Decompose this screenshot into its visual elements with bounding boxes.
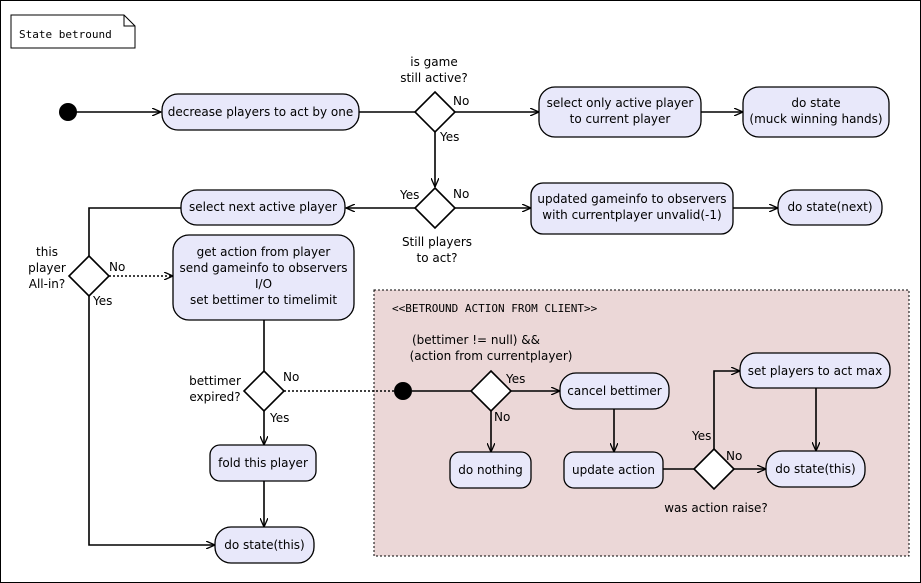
svg-text:cancel bettimer: cancel bettimer [567, 384, 662, 398]
label-condition-2: (action from currentplayer) [410, 349, 573, 363]
node-get-action: get action from player send gameinfo to … [172, 234, 355, 321]
svg-text:do state: do state [791, 96, 840, 110]
label-is-game: is game [410, 55, 457, 69]
svg-text:to current player: to current player [570, 112, 671, 126]
diagram-title-note: State betround [10, 14, 136, 49]
decision-action-raise [692, 447, 736, 491]
decision-player-all-in [67, 254, 111, 298]
decision-bettimer-expired [242, 369, 286, 413]
edge-label-no: No [453, 94, 469, 108]
label-this: this [36, 245, 58, 259]
node-set-players-max: set players to act max [739, 352, 891, 389]
svg-text:select next active player: select next active player [189, 200, 337, 214]
svg-text:set bettimer to timelimit: set bettimer to timelimit [190, 293, 337, 307]
svg-text:do state(next): do state(next) [787, 200, 872, 214]
node-do-state-next: do state(next) [777, 189, 883, 226]
edge-label-yes: Yes [399, 188, 419, 202]
node-updated-gameinfo: updated gameinfo to observers with curre… [530, 182, 734, 235]
svg-text:set players to act max: set players to act max [748, 364, 882, 378]
edge-label-no: No [494, 410, 510, 424]
svg-text:decrease players to act by one: decrease players to act by one [168, 105, 353, 119]
node-fold-player: fold this player [209, 444, 317, 482]
node-cancel-bettimer: cancel bettimer [559, 372, 670, 410]
svg-text:do state(this): do state(this) [775, 462, 855, 476]
label-still-players: Still players [402, 235, 472, 249]
label-all-in: All-in? [29, 277, 66, 291]
region-initial-node [394, 382, 412, 400]
edge-label-no: No [453, 187, 469, 201]
node-do-state-this-right: do state(this) [765, 450, 866, 488]
node-do-state-muck: do state (muck winning hands) [742, 86, 890, 138]
diagram-title: State betround [19, 28, 112, 41]
edge-label-yes: Yes [439, 130, 459, 144]
svg-text:send gameinfo to observers: send gameinfo to observers [179, 261, 347, 275]
betround-action-region [373, 289, 910, 557]
node-decrease-players: decrease players to act by one [161, 93, 360, 131]
svg-text:select only active player: select only active player [547, 96, 694, 110]
decision-action-valid [469, 369, 513, 413]
label-to-act: to act? [417, 251, 458, 265]
svg-text:updated gameinfo to observers: updated gameinfo to observers [537, 192, 726, 206]
svg-text:I/O: I/O [255, 277, 272, 291]
decision-players-to-act [413, 186, 457, 230]
decision-game-active [413, 90, 457, 134]
node-select-next-active: select next active player [180, 189, 346, 226]
label-still-active: still active? [400, 71, 468, 85]
svg-text:get action from player: get action from player [197, 245, 331, 259]
svg-text:do state(this): do state(this) [224, 538, 304, 552]
svg-text:update action: update action [572, 463, 655, 477]
node-do-nothing: do nothing [449, 451, 532, 489]
node-do-state-this-left: do state(this) [214, 526, 315, 564]
svg-text:do nothing: do nothing [458, 463, 523, 477]
node-select-only-active: select only active player to current pla… [538, 86, 702, 138]
svg-text:with currentplayer unvalid(-1): with currentplayer unvalid(-1) [542, 208, 721, 222]
edge-label-yes: Yes [92, 294, 112, 308]
region-label: <<BETROUND ACTION FROM CLIENT>> [392, 302, 598, 315]
edge-label-no: No [726, 449, 742, 463]
svg-text:(muck winning hands): (muck winning hands) [749, 112, 882, 126]
node-update-action: update action [563, 451, 664, 489]
label-condition-1: (bettimer != null) && [412, 333, 540, 347]
label-player: player [28, 261, 66, 275]
initial-node [59, 103, 77, 121]
svg-text:fold this player: fold this player [218, 456, 308, 470]
label-bettimer: bettimer [189, 374, 241, 388]
edge-label-no: No [283, 370, 299, 384]
label-expired: expired? [189, 390, 240, 404]
edge-label-yes: Yes [505, 372, 525, 386]
label-was-raise: was action raise? [664, 501, 768, 515]
edge-label-yes: Yes [269, 411, 289, 425]
edge-label-yes: Yes [691, 429, 711, 443]
flow-edges [75, 112, 816, 545]
edge-label-no: No [109, 260, 125, 274]
